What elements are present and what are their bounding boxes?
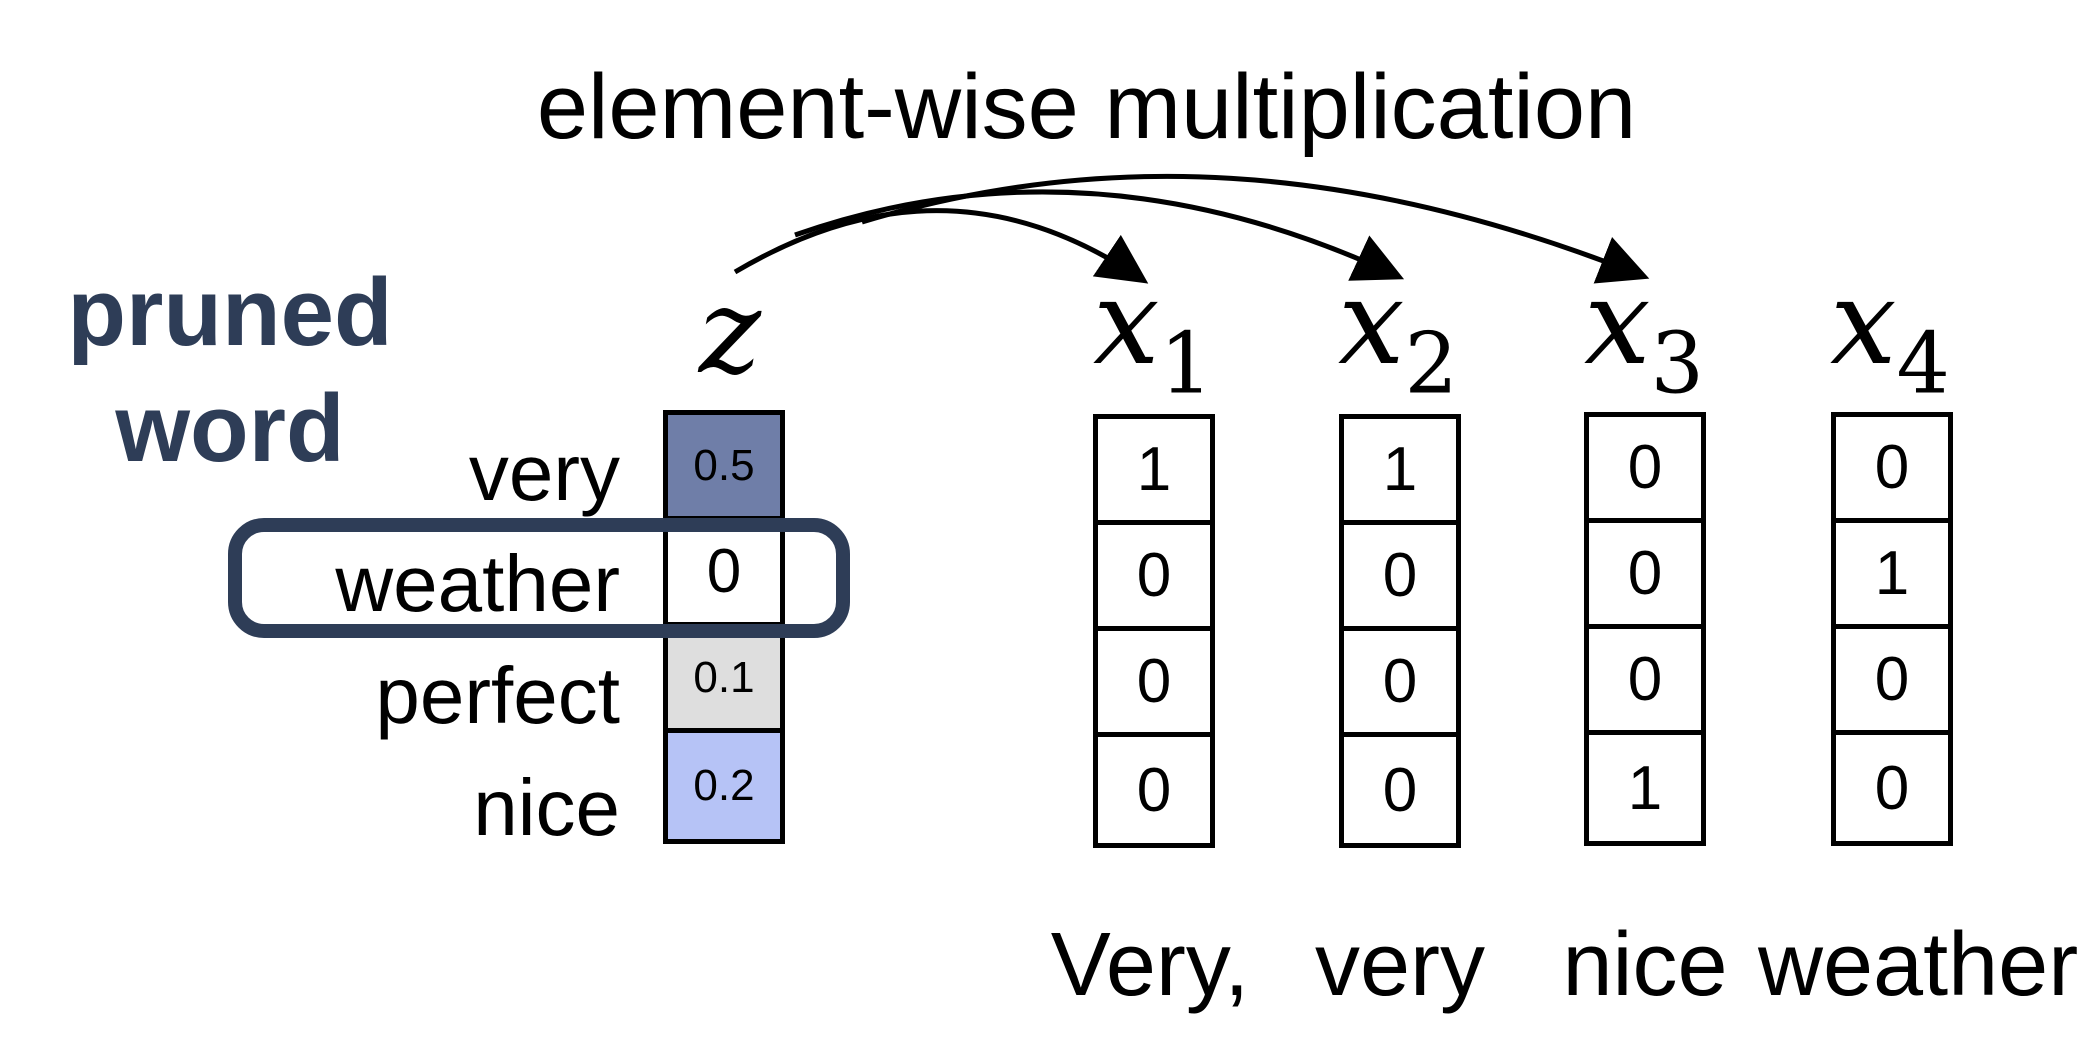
x1-subscript: 1 [1159,314,1213,413]
z-cell: 0.1 [668,627,780,733]
x3-cell: 1 [1627,753,1663,823]
x2-symbol: x2 [1303,262,1493,423]
x4-cell: 0 [1836,417,1948,523]
x2-symbol-base: x [1337,253,1405,391]
x2-cell: 0 [1344,631,1456,737]
x3-cell: 0 [1589,629,1701,735]
x2-cell: 0 [1382,755,1418,825]
pruned-word-line-1: pruned [67,259,393,366]
pruned-word-label: pruned word [50,255,410,487]
x4-symbol: x4 [1795,262,1985,423]
row-label-nice: nice [473,763,620,852]
row-label-weather: weather [335,539,620,628]
z-cell: 0 [668,521,780,627]
arrow-z-to-x1 [733,208,1149,284]
arrow-z-to-x3 [861,173,1650,284]
arrow-z-to-x2 [794,189,1405,281]
x1-cell: 0 [1136,755,1172,825]
z-symbol: z [698,262,762,400]
x1-symbol: x1 [1058,262,1248,423]
x4-vector: 0 1 0 0 [1831,412,1953,846]
x4-symbol-base: x [1829,253,1897,391]
x1-cell: 0 [1098,631,1210,737]
x2-cell: 0 [1344,525,1456,631]
caption-x3: nice [1562,915,1728,1015]
x4-cell: 1 [1836,523,1948,629]
pruned-word-line-2: word [115,375,345,482]
caption-x2: very [1314,915,1486,1015]
x3-subscript: 3 [1650,314,1704,413]
row-label-very: very [468,428,620,517]
x3-vector: 0 0 0 1 [1584,412,1706,846]
x4-subscript: 4 [1896,314,1950,413]
x4-cell: 0 [1874,753,1910,823]
x2-subscript: 2 [1404,314,1458,413]
x1-cell: 1 [1098,419,1210,525]
x4-cell: 0 [1836,629,1948,735]
z-cell: 0.5 [668,415,780,521]
caption-x1: Very, [1050,915,1250,1015]
diagram-title: element-wise multiplication [536,56,1637,158]
caption-x4: weather [1758,915,2079,1015]
x1-symbol-base: x [1092,253,1160,391]
x3-cell: 0 [1589,523,1701,629]
z-vector: 0.5 0 0.1 0.2 [663,410,785,844]
x3-symbol: x3 [1549,262,1739,423]
pruned-word-highlight-box [228,518,850,638]
x2-cell: 1 [1344,419,1456,525]
z-cell: 0.2 [668,733,780,839]
x1-vector: 1 0 0 0 [1093,414,1215,848]
x1-cell: 0 [1098,525,1210,631]
x2-vector: 1 0 0 0 [1339,414,1461,848]
row-label-perfect: perfect [375,651,620,740]
x3-cell: 0 [1589,417,1701,523]
x3-symbol-base: x [1583,253,1651,391]
